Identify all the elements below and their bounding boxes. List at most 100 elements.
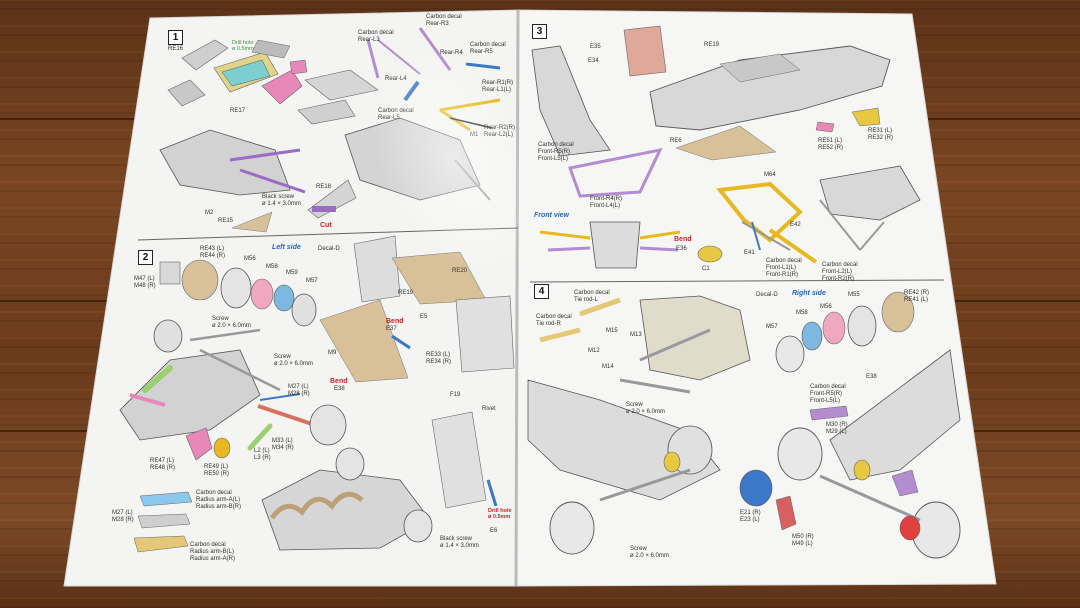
purple-link-rear-2 <box>239 168 306 194</box>
part-small-bracket <box>167 79 206 107</box>
part-re16 <box>181 39 229 71</box>
label-black-screw: Black screw ø 1.4 × 3.0mm <box>262 194 301 207</box>
label-m47-48: M47 (L) M48 (R) <box>134 276 156 289</box>
red-hub-cap <box>899 515 921 541</box>
hub-assembly <box>309 404 347 446</box>
yellow-arm <box>768 228 818 264</box>
part-manifold-cyan <box>221 59 271 87</box>
label-re18: RE18 <box>316 184 332 190</box>
strut <box>819 199 861 251</box>
label-m57: M57 <box>306 278 318 284</box>
label-front-r4-l4: Front-R4(R) Front-L4(L) <box>590 196 623 209</box>
rear-wheel-hub <box>335 447 365 481</box>
label-e36: E36 <box>676 246 687 252</box>
spring-yellow-left <box>663 451 681 473</box>
label-re6: RE6 <box>670 138 682 144</box>
label-m14: M14 <box>602 364 614 370</box>
radiator-part <box>623 25 667 77</box>
label-e34: E34 <box>588 58 599 64</box>
spring-yellow-right <box>853 459 871 481</box>
label-e41: E41 <box>744 250 755 256</box>
engine-gearbox-assembly <box>119 349 261 441</box>
label-bend-1: Bend <box>386 318 404 325</box>
yellow-part-re31 <box>851 107 881 127</box>
label-m9: M9 <box>328 350 337 356</box>
wheel-hub-right <box>847 305 877 347</box>
label-f19: F19 <box>450 392 461 398</box>
part-bar <box>251 39 291 59</box>
label-m50-49: M50 (R) M49 (L) <box>792 534 814 547</box>
tie-rod-r <box>539 327 581 343</box>
label-m59: M59 <box>286 270 298 276</box>
label-m2: M2 <box>205 210 214 216</box>
label-carbon-tie-rod-r: Carbon decal Tie rod-R <box>536 314 572 327</box>
front-view-yellow-arm-r <box>639 230 681 240</box>
front-wheel-left <box>549 501 595 555</box>
label-re31-32: RE31 (L) RE32 (R) <box>868 128 894 141</box>
part-pink-small <box>289 59 308 75</box>
yellow-front-wishbone <box>716 181 803 243</box>
tan-floor-panel <box>319 299 409 383</box>
label-m57-s4: M57 <box>766 324 778 330</box>
tan-part-re15 <box>231 211 273 233</box>
exhaust-pipes <box>269 491 364 520</box>
radius-arm-grey <box>137 513 191 529</box>
label-e38: E38 <box>334 386 345 392</box>
front-view-bulkhead <box>589 221 641 269</box>
part-upright <box>159 261 181 285</box>
step-number-1: 1 <box>168 30 183 45</box>
purple-part <box>891 469 919 497</box>
label-e38-s4: E38 <box>866 374 877 380</box>
step-number-2: 2 <box>138 250 153 265</box>
label-m30-29: M30 (R) M29 (L) <box>826 422 848 435</box>
divider-step3-4 <box>529 279 945 283</box>
purple-rod-m30 <box>809 405 849 421</box>
label-e5: E5 <box>420 314 428 320</box>
label-decal-d: Decal-D <box>318 246 340 252</box>
brake-drum-tan <box>181 259 219 301</box>
label-drill-hole: Drill hole ø 0.5mm <box>232 40 254 53</box>
wheel-inner <box>153 319 183 353</box>
blue-disc-e21 <box>739 469 773 507</box>
label-bend-s3: Bend <box>674 236 692 243</box>
label-re42-41: RE42 (R) RE41 (L) <box>904 290 930 303</box>
cockpit <box>719 53 801 83</box>
red-upright-m50 <box>775 495 797 531</box>
green-radius-rod <box>142 365 173 393</box>
frame-arm-2 <box>199 348 281 392</box>
lower-arm <box>599 468 691 502</box>
red-radius-arm <box>257 404 313 426</box>
label-bend-2: Bend <box>330 378 348 385</box>
brake-drum-right <box>881 291 915 333</box>
label-e6: E6 <box>490 528 498 534</box>
lower-arm-right <box>819 474 921 522</box>
pink-upright <box>185 427 213 461</box>
wheel-hub-left <box>220 267 252 309</box>
label-l2-l3: L2 (L) L3 (R) <box>254 448 271 461</box>
label-carbon-radius-arm-b: Carbon decal Radius arm-B(L) Radius arm-… <box>190 542 236 562</box>
front-hub-right <box>777 427 823 481</box>
caliper-blue <box>273 284 295 312</box>
label-drill-hole-2: Drill hole ø 0.5mm <box>488 508 512 521</box>
label-cut: Cut <box>320 222 332 229</box>
label-screw-1: Screw ø 2.0 × 6.0mm <box>212 316 251 329</box>
label-re19-s3: RE19 <box>704 42 720 48</box>
label-screw-2: Screw ø 2.0 × 6.0mm <box>274 354 313 367</box>
label-carbon-tie-rod-l: Carbon decal Tie rod-L <box>574 290 610 303</box>
wishbone-grey <box>639 328 711 362</box>
panel-e6 <box>431 411 487 509</box>
grey-arm <box>741 221 791 251</box>
label-m64: M64 <box>764 172 776 178</box>
label-e37: E37 <box>386 326 397 332</box>
brake-disc-pink-right <box>822 311 846 345</box>
wheel-outer-left <box>291 293 317 327</box>
label-carbon-front-l1-r1: Carbon decal Front-L1(L) Front-R1(R) <box>766 258 802 278</box>
pink-link <box>129 393 166 407</box>
blue-link-e41 <box>751 221 761 251</box>
label-m58: M58 <box>266 264 278 270</box>
label-carbon-front-r5-l5-s4: Carbon decal Front-R5(R) Front-L5(L) <box>810 384 846 404</box>
